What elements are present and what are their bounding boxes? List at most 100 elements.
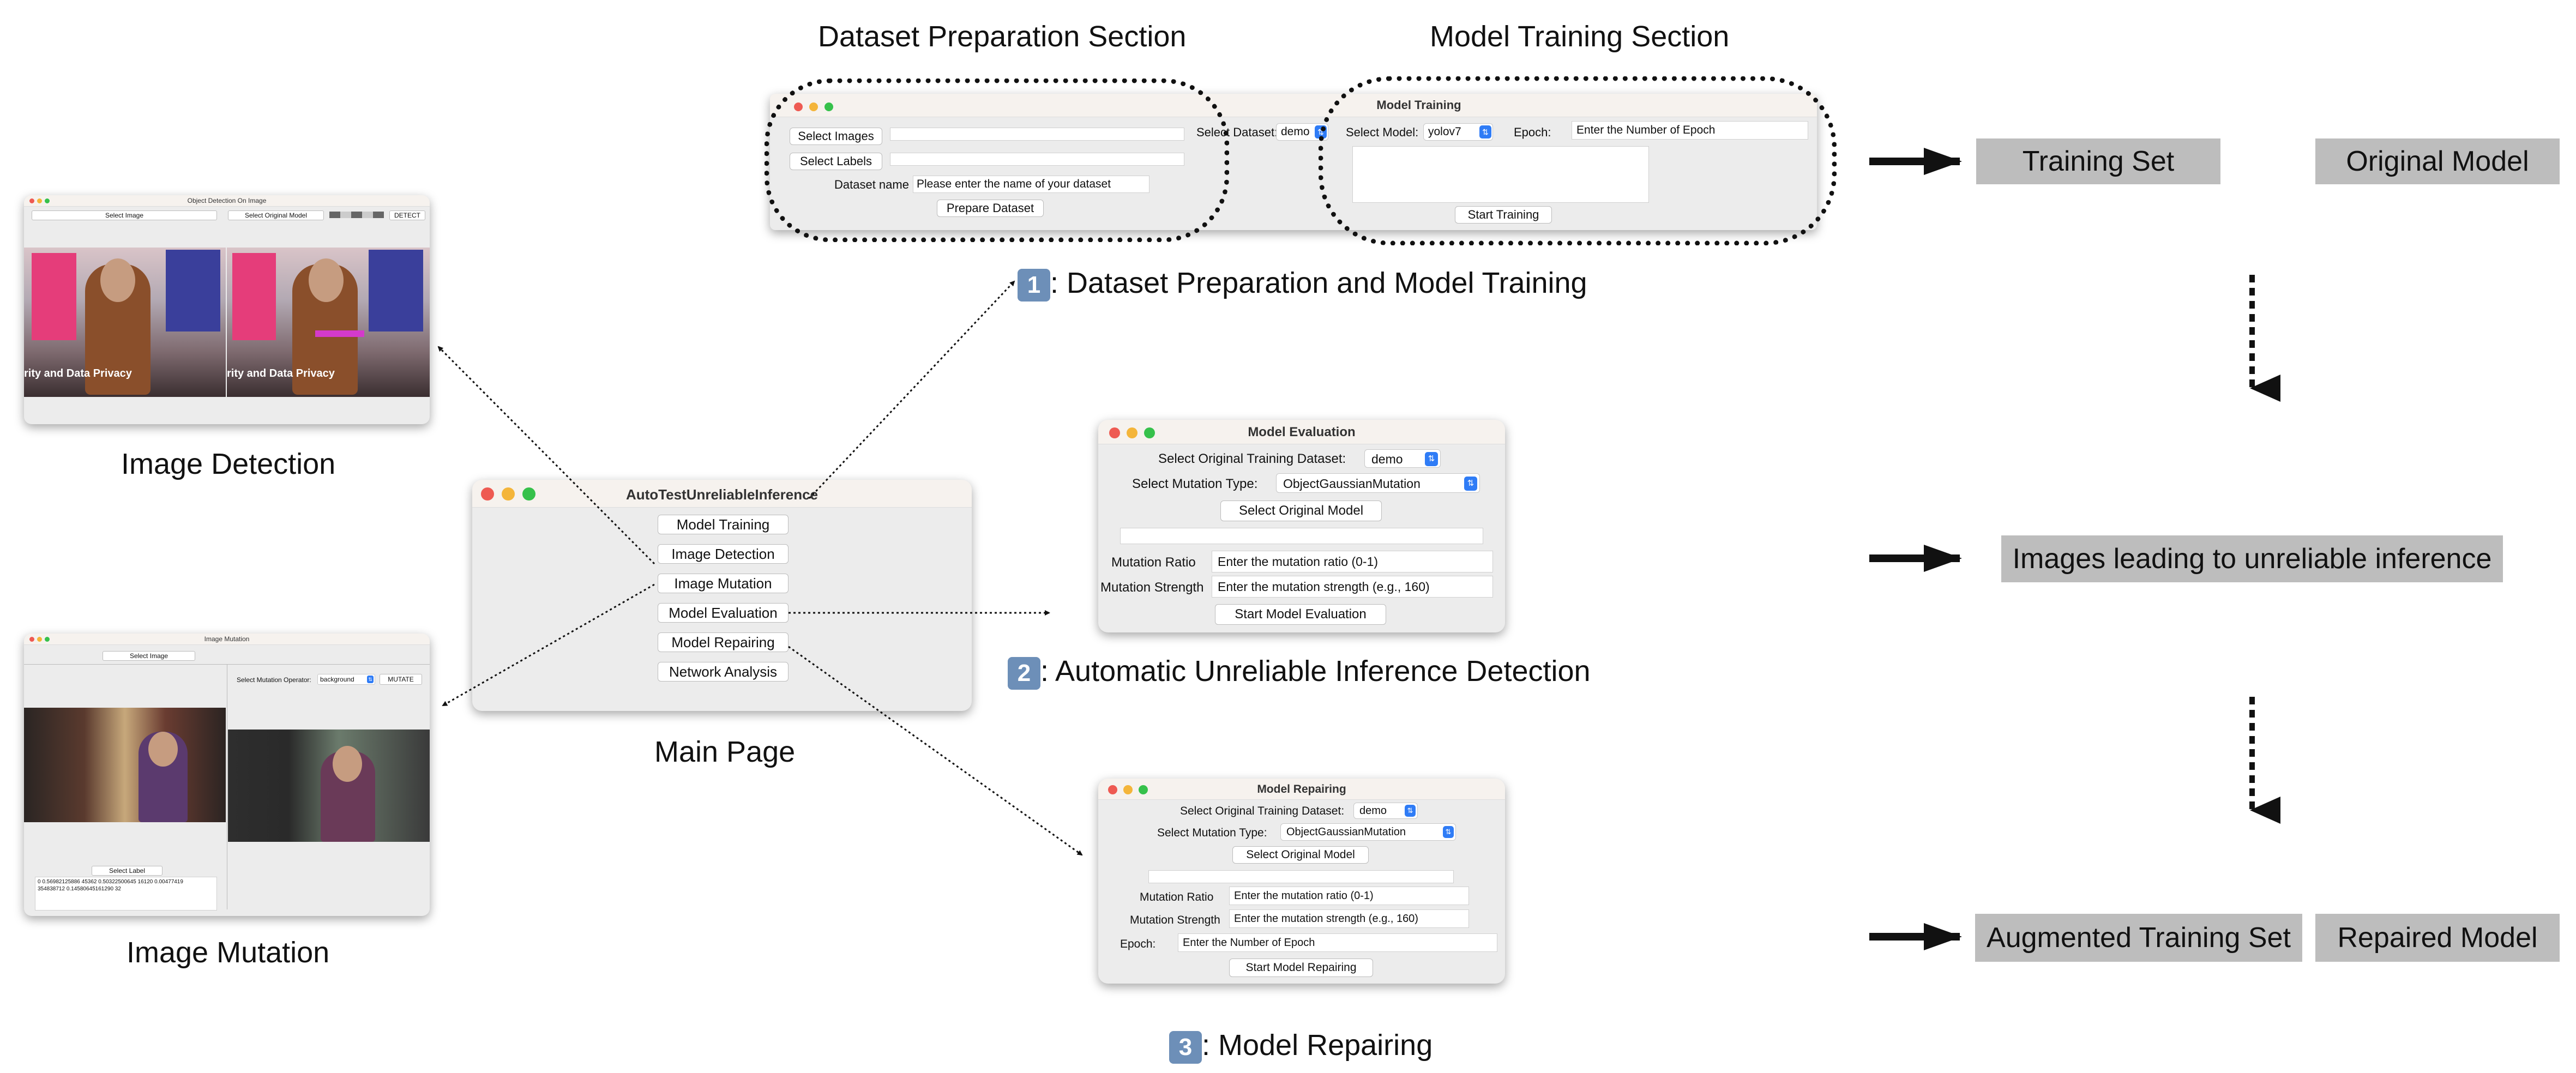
zoom-dot[interactable] [45, 198, 50, 203]
mutation-type-value: ObjectGaussianMutation [1283, 477, 1421, 491]
divider [24, 664, 430, 665]
training-dataset-select[interactable]: demo ⇅ [1364, 449, 1441, 468]
screen-panel [369, 250, 423, 331]
minimize-dot[interactable] [1123, 785, 1133, 794]
select-image-button[interactable]: Select Image [32, 210, 217, 220]
model-select[interactable]: yolov7 ⇅ [1423, 123, 1493, 141]
chevron-updown-icon: ⇅ [1425, 452, 1438, 466]
minimize-dot[interactable] [37, 198, 42, 203]
labels-path-field[interactable] [890, 153, 1184, 166]
title-bar: Object Detection On Image [24, 195, 430, 207]
screen-panel [166, 250, 220, 331]
minimize-dot[interactable] [502, 487, 515, 501]
step3-label: : Model Repairing [1202, 1029, 1433, 1062]
chevron-updown-icon: ⇅ [1464, 477, 1477, 491]
mutation-strength-input[interactable]: Enter the mutation strength (e.g., 160) [1212, 576, 1493, 598]
step2-caption: 2: Automatic Unreliable Inference Detect… [1008, 654, 1591, 690]
training-log-area [1352, 146, 1649, 203]
window-title: Model Repairing [1257, 783, 1346, 795]
mutation-type-select[interactable]: ObjectGaussianMutation ⇅ [1276, 473, 1480, 493]
zoom-dot[interactable] [1139, 785, 1148, 794]
detect-button[interactable]: DETECT [389, 210, 425, 220]
label-line: 0 0.56982125886 45362 0.50322500645 1612… [38, 879, 183, 885]
repaired-model-box: Repaired Model [2315, 914, 2560, 962]
window-title: Image Mutation [204, 635, 250, 643]
epoch-input[interactable]: Enter the Number of Epoch [1178, 933, 1497, 952]
operator-select-value: background [320, 676, 354, 683]
epoch-label: Epoch: [1120, 938, 1156, 950]
select-original-model-button[interactable]: Select Original Model [228, 210, 324, 220]
zoom-dot[interactable] [45, 637, 50, 642]
prepare-dataset-button[interactable]: Prepare Dataset [937, 200, 1044, 217]
close-dot[interactable] [29, 637, 34, 642]
image-detection-button[interactable]: Image Detection [658, 544, 789, 564]
source-image [24, 708, 226, 822]
mutation-strength-label: Mutation Strength [1130, 914, 1220, 926]
model-evaluation-button[interactable]: Model Evaluation [658, 603, 789, 623]
label-text-area: 0 0.56982125886 45362 0.50322500645 1612… [35, 877, 217, 911]
mutation-ratio-label: Mutation Ratio [1140, 891, 1214, 903]
close-dot[interactable] [481, 487, 494, 501]
zoom-dot[interactable] [522, 487, 535, 501]
model-training-button[interactable]: Model Training [658, 515, 789, 534]
mutation-ratio-input[interactable]: Enter the mutation ratio (0-1) [1229, 887, 1469, 905]
close-dot[interactable] [1109, 427, 1120, 438]
mutation-ratio-input[interactable]: Enter the mutation ratio (0-1) [1212, 551, 1493, 572]
mutation-operator-select[interactable]: background ⇅ [317, 674, 375, 685]
unreliable-images-box: Images leading to unreliable inference [2001, 535, 2503, 582]
arrow-to-image-detection [437, 346, 655, 565]
model-training-window: Model Training Select Images Select Labe… [770, 94, 1817, 230]
select-image-button[interactable]: Select Image [103, 651, 195, 661]
training-set-box: Training Set [1976, 138, 2220, 184]
mutation-type-select[interactable]: ObjectGaussianMutation ⇅ [1280, 823, 1456, 841]
image-mutation-button[interactable]: Image Mutation [658, 574, 789, 593]
window-title: Model Training [1376, 98, 1461, 112]
close-dot[interactable] [1108, 785, 1117, 794]
screen-panel [32, 253, 76, 340]
select-original-model-button[interactable]: Select Original Model [1220, 501, 1382, 521]
mutation-strength-input[interactable]: Enter the mutation strength (e.g., 160) [1229, 909, 1469, 928]
start-model-repairing-button[interactable]: Start Model Repairing [1229, 959, 1373, 977]
original-model-box: Original Model [2315, 138, 2560, 184]
model-training-section-header: Model Training Section [1430, 20, 1730, 53]
step3-caption: 3: Model Repairing [1169, 1028, 1433, 1064]
step1-label: : Dataset Preparation and Model Training [1050, 267, 1587, 299]
dataset-name-input[interactable]: Please enter the name of your dataset [913, 176, 1149, 193]
minimize-dot[interactable] [1127, 427, 1137, 438]
network-analysis-button[interactable]: Network Analysis [658, 662, 789, 682]
start-training-button[interactable]: Start Training [1455, 206, 1552, 224]
window-title: Model Evaluation [1248, 425, 1356, 439]
start-model-evaluation-button[interactable]: Start Model Evaluation [1215, 604, 1386, 625]
label-line: 354838712 0.14580645161290 32 [38, 886, 121, 892]
model-path-field[interactable] [1148, 870, 1454, 883]
title-bar: Image Mutation [24, 634, 430, 645]
image-mutation-window: Image Mutation Select Image Select Mutat… [24, 634, 430, 916]
detection-box [315, 330, 364, 337]
mutation-strength-label: Mutation Strength [1100, 580, 1204, 595]
chevron-updown-icon: ⇅ [367, 676, 374, 683]
object-detection-window: Object Detection On Image Select Image S… [24, 195, 430, 424]
keycap-3-icon: 3 [1169, 1030, 1202, 1064]
select-label-button[interactable]: Select Label [92, 866, 162, 876]
training-dataset-select[interactable]: demo ⇅ [1353, 803, 1418, 819]
person-head [148, 732, 178, 767]
chevron-updown-icon: ⇅ [1479, 125, 1491, 138]
images-path-field[interactable] [890, 128, 1184, 141]
main-page-window: AutoTestUnreliableInference Model Traini… [472, 480, 972, 711]
select-labels-button[interactable]: Select Labels [790, 153, 882, 170]
mutation-operator-label: Select Mutation Operator: [237, 676, 311, 684]
model-repairing-window: Model Repairing Select Original Training… [1098, 779, 1505, 984]
screen-panel [232, 253, 276, 340]
mutate-button[interactable]: MUTATE [380, 674, 422, 685]
select-original-model-button[interactable]: Select Original Model [1232, 846, 1369, 864]
model-path-field[interactable] [1120, 528, 1483, 544]
model-repairing-button[interactable]: Model Repairing [658, 632, 789, 652]
minimize-dot[interactable] [37, 637, 42, 642]
close-dot[interactable] [29, 198, 34, 203]
zoom-dot[interactable] [1144, 427, 1155, 438]
detected-frame-image: rity and Data Privacy [227, 248, 430, 397]
keycap-1-icon: 1 [1018, 268, 1050, 302]
person-head [309, 258, 344, 302]
mutation-type-label: Select Mutation Type: [1132, 477, 1258, 491]
